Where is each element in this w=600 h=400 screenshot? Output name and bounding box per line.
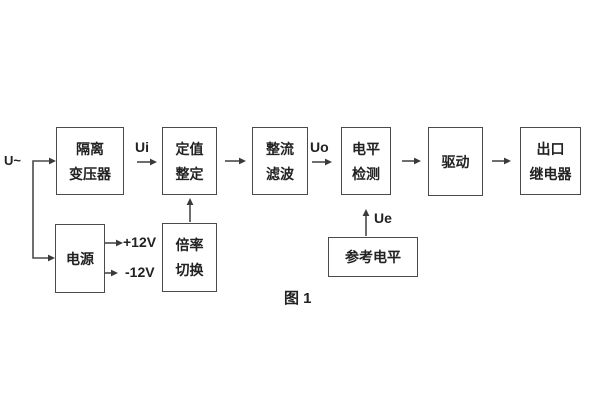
block-label-line: 继电器 <box>529 165 572 182</box>
block-label-line: 电平 <box>352 140 380 157</box>
label-minus12v: -12V <box>125 264 155 280</box>
block-isolation-transformer: 隔离 变压器 <box>56 127 124 195</box>
arrow-rectifier-to-detection <box>312 158 332 166</box>
block-label-line: 检测 <box>352 165 380 182</box>
block-label-line: 整定 <box>175 165 204 182</box>
block-reference-level: 参考电平 <box>328 237 418 277</box>
block-label-line: 参考电平 <box>345 249 401 265</box>
block-rectifier-filter: 整流 滤波 <box>252 127 308 195</box>
block-power-supply: 电源 <box>55 224 105 293</box>
block-level-detection: 电平 检测 <box>341 127 391 195</box>
arrow-detection-to-drive <box>402 157 421 165</box>
label-plus12v: +12V <box>123 234 157 250</box>
label-uo: Uo <box>310 139 329 155</box>
arrow-drive-to-relay <box>492 157 511 165</box>
arrow-transformer-to-setting <box>137 158 157 166</box>
block-label-line: 倍率 <box>175 237 204 253</box>
block-label-line: 整流 <box>266 140 294 157</box>
block-label-line: 变压器 <box>69 165 111 182</box>
block-ratio-switch: 倍率 切换 <box>162 223 217 292</box>
block-label-line: 滤波 <box>266 165 294 182</box>
label-input-voltage: U~ <box>4 153 21 168</box>
block-output-relay: 出口 继电器 <box>520 127 581 195</box>
arrow-ratio-to-setting <box>186 198 194 222</box>
arrow-power-plus12v <box>105 239 123 247</box>
block-setting: 定值 整定 <box>162 127 217 195</box>
arrow-setting-to-rectifier <box>225 157 246 165</box>
block-label-line: 定值 <box>175 140 204 157</box>
figure-caption: 图 1 <box>284 290 312 307</box>
arrow-power-minus12v <box>105 269 118 277</box>
block-label-line: 电源 <box>66 250 94 267</box>
label-ue: Ue <box>374 210 392 226</box>
block-label-line: 出口 <box>536 140 565 157</box>
block-drive: 驱动 <box>428 127 483 196</box>
label-ui: Ui <box>135 139 149 155</box>
arrow-input-branch <box>32 157 56 262</box>
arrow-reference-to-detection <box>362 209 370 236</box>
block-label-line: 隔离 <box>76 140 104 157</box>
block-label-line: 驱动 <box>441 153 470 170</box>
block-label-line: 切换 <box>175 262 204 278</box>
